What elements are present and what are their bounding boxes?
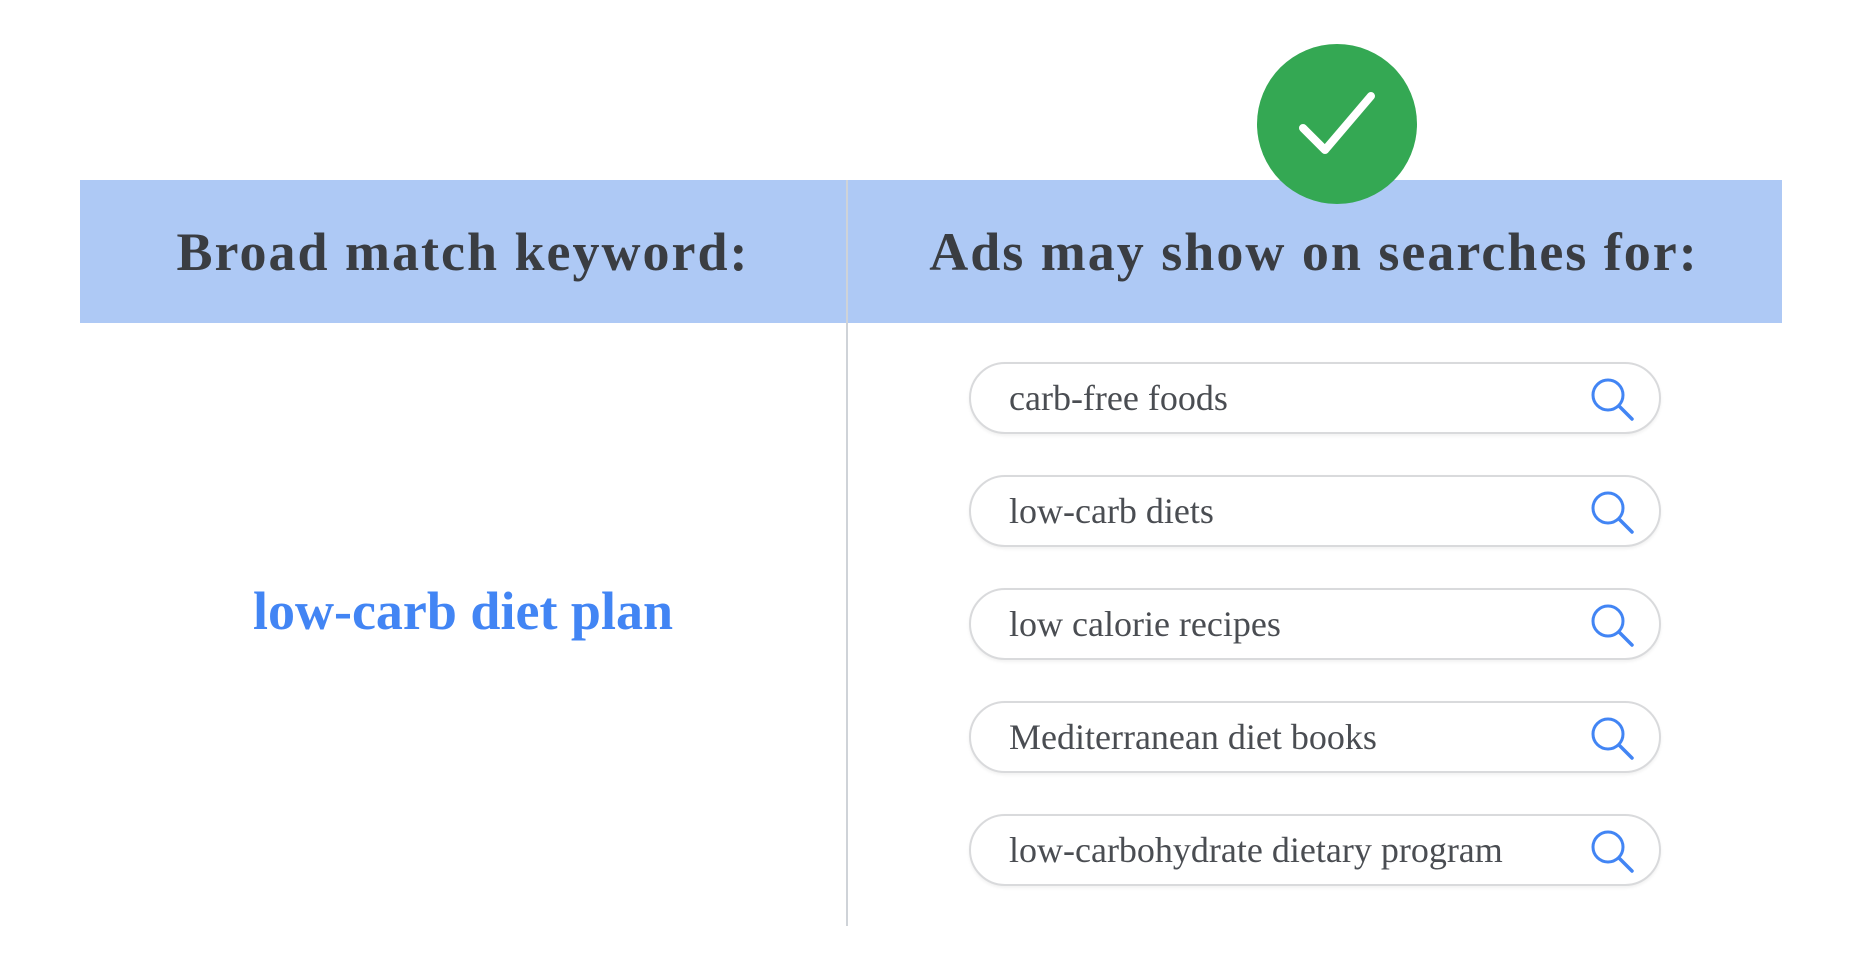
- search-icon: [1591, 717, 1634, 760]
- search-query-text: Mediterranean diet books: [1009, 717, 1377, 757]
- search-query-text: low-carbohydrate dietary program: [1009, 830, 1503, 870]
- search-query-pill: low-carb diets: [969, 475, 1661, 547]
- search-query-pill: Mediterranean diet books: [969, 701, 1661, 773]
- search-query-pill: low calorie recipes: [969, 588, 1661, 660]
- search-query-text: low calorie recipes: [1009, 604, 1281, 644]
- search-query-pill: low-carbohydrate dietary program: [969, 814, 1661, 886]
- search-query-text: carb-free foods: [1009, 378, 1228, 418]
- checkmark-badge: [1257, 44, 1417, 204]
- broad-match-keyword: low-carb diet plan: [252, 581, 673, 641]
- search-query-pill: carb-free foods: [969, 362, 1661, 434]
- ads-may-show-heading: Ads may show on searches for:: [929, 221, 1699, 282]
- search-icon: [1591, 604, 1634, 647]
- checkmark-icon: [1299, 92, 1375, 154]
- header-band: Broad match keyword: Ads may show on sea…: [80, 180, 1782, 323]
- broad-match-keyword-heading: Broad match keyword:: [176, 221, 750, 282]
- search-icon: [1591, 378, 1634, 421]
- search-query-text: low-carb diets: [1009, 491, 1214, 531]
- search-query-list: carb-free foods low-carb diets low calor…: [969, 362, 1661, 927]
- column-divider: [846, 180, 848, 926]
- search-icon: [1591, 830, 1634, 873]
- search-icon: [1591, 491, 1634, 534]
